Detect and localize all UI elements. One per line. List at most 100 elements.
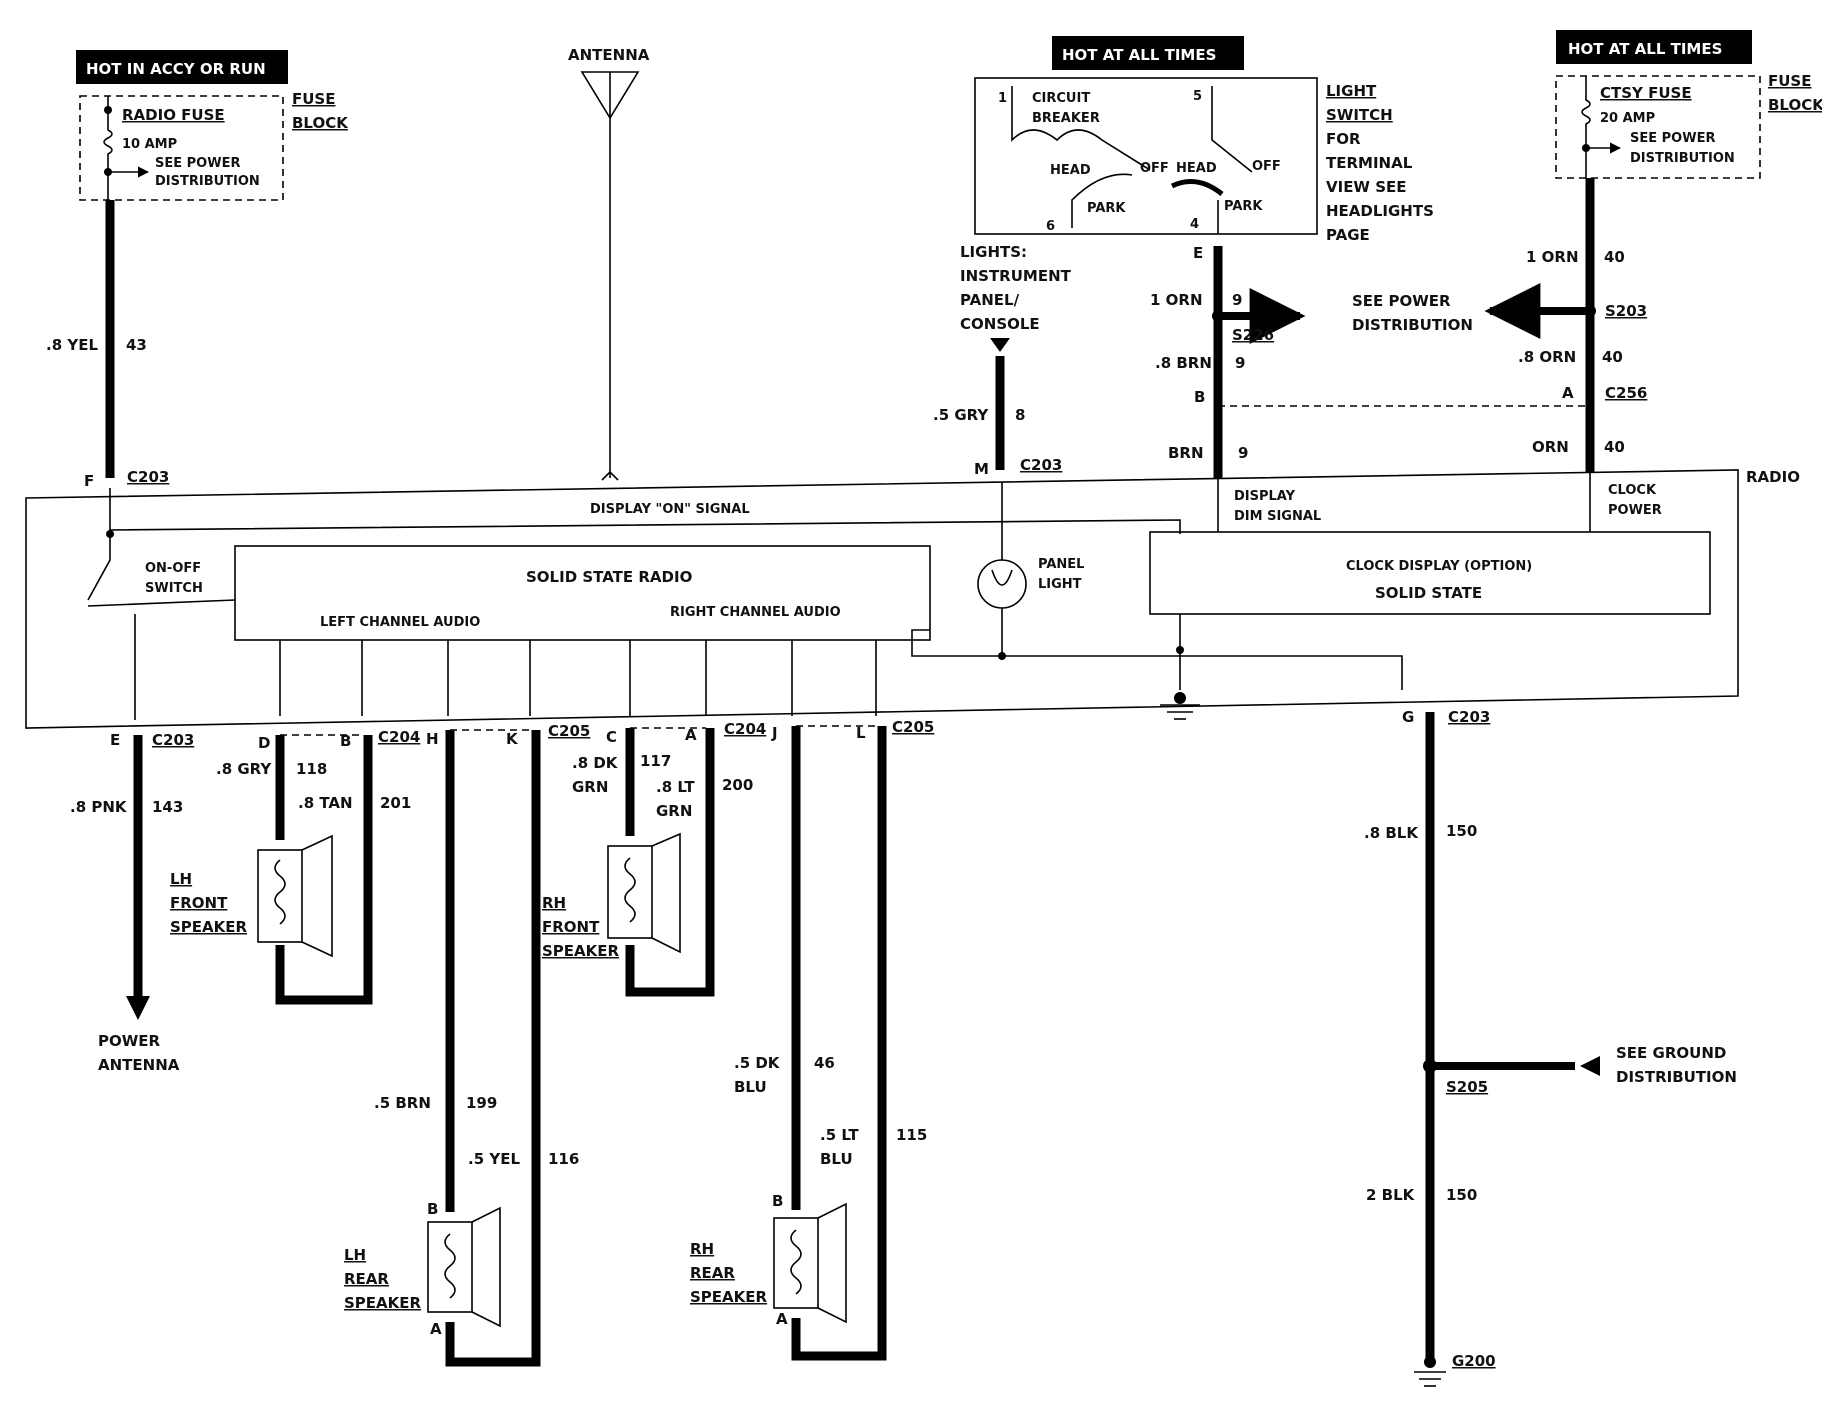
wire-143-color: .8 PNK [70,798,128,816]
light-switch-section: HOT AT ALL TIMES 1 5 6 4 CIRCUIT BREAKER… [974,36,1434,244]
rhr-label-1: RH [690,1240,714,1258]
hot-all-times-text-1: HOT AT ALL TIMES [1062,46,1216,64]
connector-h: H [426,730,439,748]
wire-200-color-1: .8 LT [656,778,695,796]
wire-115-color-2: BLU [820,1150,853,1168]
wire-40-color-b: .8 ORN [1518,348,1576,366]
rh-rear-speaker-icon [773,1217,819,1309]
ls-terminal-4: 4 [1190,217,1199,232]
ls-head-2: HEAD [1176,161,1217,176]
connector-m: M [974,460,989,478]
power-antenna-1: POWER [98,1032,161,1050]
solid-state-radio-label: SOLID STATE RADIO [526,568,692,586]
wire-46-color-2: BLU [734,1078,767,1096]
display-on-signal: DISPLAY "ON" SIGNAL [590,502,750,517]
rh-rear-a: A [776,1310,788,1328]
wire-200-color-2: GRN [656,802,692,820]
ls-title-1: LIGHT [1326,82,1377,100]
lh-rear-a: A [430,1320,442,1338]
rhf-label-2: FRONT [542,918,600,936]
wire-40-circuit-a: 40 [1604,248,1625,266]
rh-rear-b: B [772,1192,783,1210]
ctsy-fuse-name: CTSY FUSE [1600,84,1692,102]
antenna-label: ANTENNA [568,46,650,64]
ls-park-2: PARK [1224,199,1263,214]
panel-light-2: LIGHT [1038,577,1082,592]
power-antenna-branch: E C203 .8 PNK 143 POWER ANTENNA [70,731,194,1074]
wire-118-201 [275,735,373,1005]
wire-150-circuit-b: 150 [1446,1186,1477,1204]
wire-117-200 [625,728,715,997]
wire-117-circuit: 117 [640,752,671,770]
wire-8-circuit: 8 [1015,406,1025,424]
hot-accy-run-text: HOT IN ACCY OR RUN [86,60,266,78]
ctsy-fuse-block-1: FUSE [1768,72,1811,90]
wire-43-color: .8 YEL [46,336,98,354]
ls-head-1: HEAD [1050,163,1091,178]
ls-off-2: OFF [1252,159,1281,174]
clock-power-2: POWER [1608,503,1662,518]
ls-off-1: OFF [1140,161,1169,176]
wire-9-circuit-c: 9 [1238,444,1248,462]
connector-c204-ca: C204 [724,720,766,738]
ground-g200: G200 [1452,1352,1496,1370]
connector-a-c256: A [1562,384,1574,402]
wire-118-circuit: 118 [296,760,327,778]
wire-200-circuit: 200 [722,776,753,794]
wire-199-color: .5 BRN [374,1094,431,1112]
onoff-switch-2: SWITCH [145,581,203,596]
connector-k: K [506,730,519,748]
wire-150-color-a: .8 BLK [1364,824,1419,842]
wire-9-color-a: 1 ORN [1150,291,1203,309]
light-switch-box [974,77,1318,235]
wire-9-circuit-b: 9 [1235,354,1245,372]
rhr-label-3: SPEAKER [690,1288,768,1306]
rh-front-speaker-icon [607,845,653,939]
rh-rear-speaker-branch: J L C205 .5 DK BLU 46 .5 LT BLU 115 B A … [690,718,934,1361]
wire-9-color-c: BRN [1168,444,1204,462]
antenna-section: ANTENNA [568,46,650,481]
radio-label: RADIO [1746,468,1800,486]
radio-unit: RADIO DISPLAY "ON" SIGNAL DISPLAY DIM SI… [25,468,1800,729]
splice-s203: S203 [1605,302,1647,320]
wire-8-color: .5 GRY [933,406,989,424]
lhf-label-1: LH [170,870,192,888]
onoff-switch-1: ON-OFF [145,561,201,576]
connector-c204-db: C204 [378,728,420,746]
lhr-label-2: REAR [344,1270,389,1288]
clock-display-label: CLOCK DISPLAY (OPTION) [1346,559,1532,574]
wire-46-circuit: 46 [814,1054,835,1072]
connector-c: C [606,728,617,746]
ls-note-2: TERMINAL [1326,154,1413,172]
rh-front-speaker-branch: C A C204 .8 DK GRN 117 .8 LT GRN 200 RH … [542,720,766,997]
connector-c256: C256 [1605,384,1647,402]
connector-j: J [771,724,778,742]
hot-all-times-tag-1 [1052,36,1244,70]
see-ground-2: DISTRIBUTION [1616,1068,1737,1086]
wire-201-color: .8 TAN [298,794,353,812]
wire-116-color: .5 YEL [468,1150,520,1168]
wire-199-116 [445,730,541,1367]
ls-park-1: PARK [1087,201,1126,216]
panel-light-1: PANEL [1038,557,1084,572]
ground-branch: G C203 .8 BLK 150 S205 SEE GROUND DISTRI… [1364,708,1737,1387]
ctsy-fuse-rating: 20 AMP [1600,111,1655,126]
wire-9-circuit-a: 9 [1232,291,1242,309]
wire-115-circuit: 115 [896,1126,927,1144]
wire-201-circuit: 201 [380,794,411,812]
ls-title-2: SWITCH [1326,106,1393,124]
clock-solid-state: SOLID STATE [1375,584,1482,602]
lights-ip-section: LIGHTS: INSTRUMENT PANEL/ CONSOLE .5 GRY… [933,243,1072,478]
connector-d: D [258,734,270,752]
connector-c205-hk: C205 [548,722,590,740]
wire-143-circuit: 143 [152,798,183,816]
wire-40-color-a: 1 ORN [1526,248,1579,266]
clock-display-block [1149,531,1711,615]
radio-fuse-distribution: DISTRIBUTION [155,174,260,189]
hot-all-times-tag-2 [1556,30,1752,64]
connector-c203-g: C203 [1448,708,1490,726]
wire-117-color-1: .8 DK [572,754,619,772]
wire-46-115 [791,726,887,1361]
lh-rear-speaker-icon [427,1221,473,1313]
